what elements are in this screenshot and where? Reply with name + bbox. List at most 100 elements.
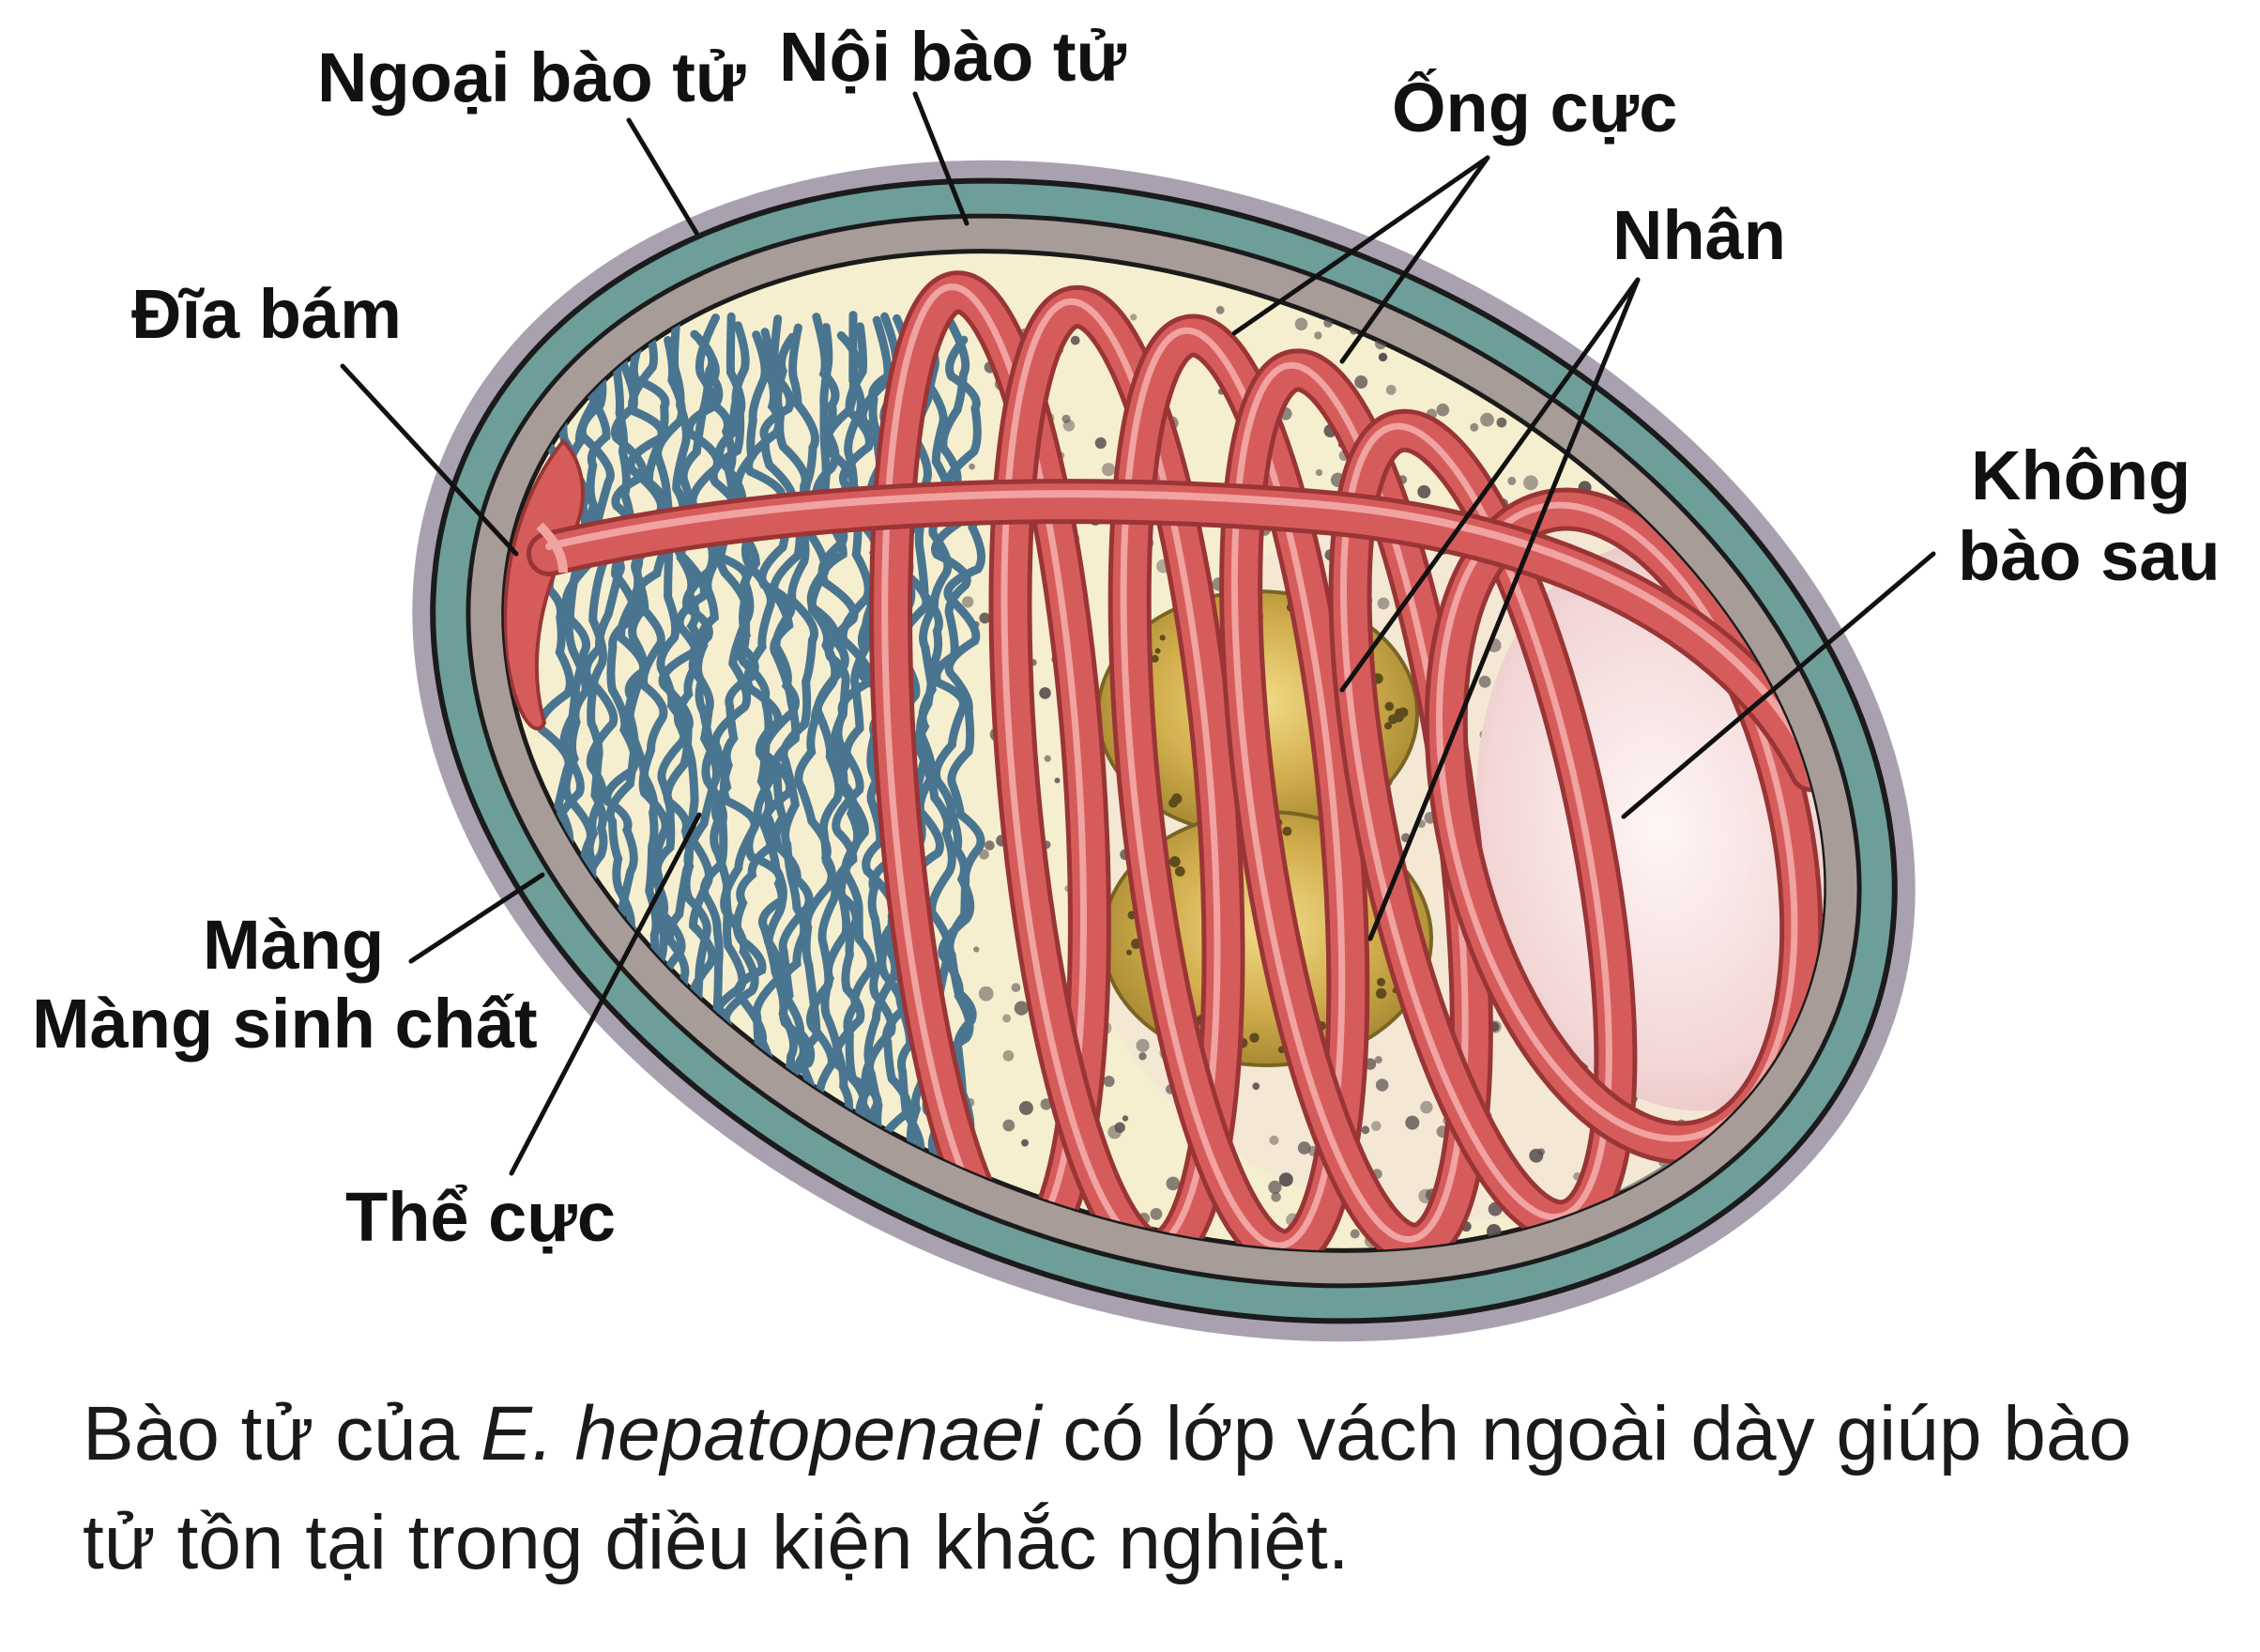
granule [1018,1101,1033,1115]
granule [1420,1100,1433,1114]
granule [1727,345,1739,358]
granule [1315,468,1323,477]
label-exospore: Ngoại bào tử [317,38,746,116]
polar-tube-shaft-body [531,483,1829,788]
granule [1771,404,1780,413]
granule [1805,467,1815,478]
granule [1166,1176,1181,1191]
granule [1054,777,1061,784]
granule [1708,437,1721,451]
granule [1756,402,1764,408]
granule [1718,349,1733,364]
granule [1507,476,1517,485]
granule [1138,1052,1147,1061]
granule [1766,310,1774,317]
granule [1297,1141,1311,1155]
granule [969,463,975,470]
figure-caption: Bào tử của E. hepatopenaei có lớp vách n… [83,1380,2204,1598]
granule [1749,1237,1756,1244]
granule [978,986,994,1002]
granule [1749,396,1764,410]
granule [1753,347,1763,357]
granule [1252,1082,1260,1091]
nucleus-granule [1249,1032,1260,1043]
granule [1061,414,1071,423]
granule [1215,305,1225,314]
granule [1011,983,1021,993]
granule [1417,485,1431,498]
granule [1794,341,1803,350]
granule [1377,597,1390,610]
label-nucleus: Nhân [1612,196,1786,274]
caption-after: có lớp vách ngoài dày giúp bào tử tồn tạ… [83,1391,2132,1585]
granule [1094,436,1107,450]
granule [1755,303,1768,316]
granule [1642,375,1655,388]
label-membrane-line1: Màng [203,906,384,984]
spore-diagram: Ngoại bào tử Nội bào tử Ống cực Đĩa bám … [32,18,2221,1342]
granule [1361,1125,1370,1135]
granule [1675,390,1689,404]
granule [1770,1201,1786,1216]
nucleus-granule [1384,701,1395,711]
granule [1371,1121,1382,1131]
granule [1122,1115,1129,1122]
granule [1374,1056,1382,1064]
granule [1760,482,1775,497]
granule [1738,362,1751,376]
nucleus-granule [1282,826,1292,836]
granule [1405,1115,1420,1130]
granule [1480,412,1494,427]
anchoring-disc-highlight [536,522,568,574]
label-polaroplast: Thể cực [345,1178,616,1256]
granule [985,840,995,850]
granule [1044,755,1051,762]
polar-tube-coil [1120,327,1346,1249]
granule [1761,1235,1773,1248]
granule [1269,1135,1279,1145]
granule [962,596,974,608]
label-anchoring-disc: Đĩa bám [131,275,402,353]
granule [1794,1197,1804,1207]
granule [1523,475,1538,491]
granule [1630,304,1645,319]
granule [1271,1192,1281,1202]
granule [1602,333,1611,341]
granule [1552,306,1567,321]
granule [1375,1078,1389,1092]
granule [1496,417,1507,428]
nucleus-granule [1154,648,1161,654]
nucleus-granule [1384,722,1392,730]
polar-tube-shaft-highlight [545,490,1815,766]
granule [979,849,989,860]
polar-tube-coil [1339,422,1612,1221]
caption-species: E. hepatopenaei [481,1391,1042,1476]
leader-polar-tube-1 [1231,155,1490,336]
granule [1268,1180,1282,1194]
granule [1002,1049,1015,1062]
leader-membrane [408,872,545,964]
leader-anchoring-disc [340,363,519,557]
granule [1470,422,1479,432]
leader-endospore [912,91,970,226]
granule [1350,1229,1360,1239]
leader-polar-tube-2 [1339,155,1490,364]
granule [1385,385,1397,395]
granule [1002,1014,1012,1023]
nucleus-granule [1126,949,1132,956]
caption-before: Bào tử của [83,1391,481,1476]
granule [1803,522,1814,533]
granule [1782,352,1795,365]
nucleus-granule [1395,708,1403,717]
nucleus-granule [1375,987,1387,1000]
granule [1794,379,1809,392]
nucleus-granule [1159,635,1166,641]
granule [1040,1098,1052,1110]
granule [1659,312,1674,327]
granule [1278,1172,1293,1187]
granule [1294,317,1308,331]
granule [1746,1230,1757,1240]
label-membrane-line2: Màng sinh chất [32,985,538,1063]
nucleus-granule [1171,793,1183,804]
granule [1103,1076,1115,1087]
